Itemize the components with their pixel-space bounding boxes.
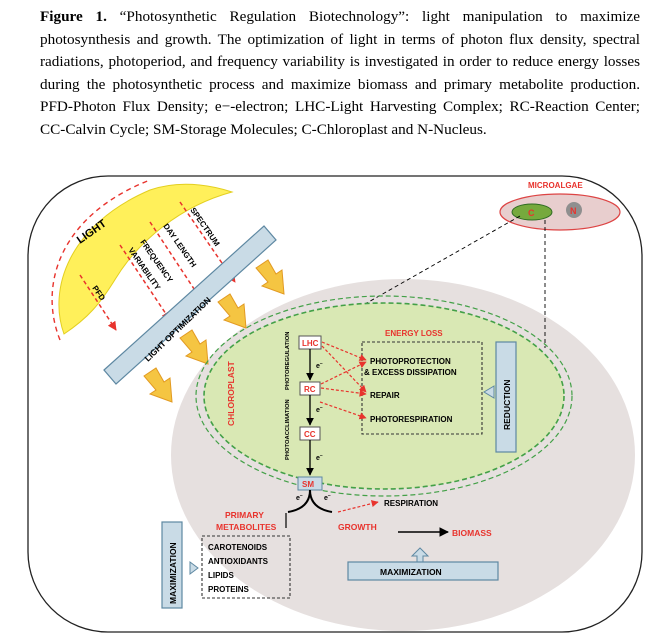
energy-loss-arrows (319, 341, 367, 420)
cc-photorespiration-arrow (319, 401, 367, 420)
antioxidants-label: ANTIOXIDANTS (208, 557, 269, 566)
electron-3: e− (316, 453, 323, 462)
electron-superscript: − (328, 493, 331, 499)
excess-dissipation-label: & EXCESS DISSIPATION (364, 368, 457, 377)
primary-label: PRIMARY (225, 510, 264, 520)
reduction-arrow (483, 385, 495, 399)
respiration-label: RESPIRATION (384, 499, 438, 508)
rc-photoprotection-arrow (320, 361, 367, 385)
caption-text: “Photosynthetic Regulation Biotechnology… (40, 8, 640, 138)
maximization-bottom-bar (347, 561, 499, 581)
maximization-left-label: MAXIMIZATION (168, 542, 178, 604)
yellow-arrow-3 (179, 329, 209, 365)
photoregulation-label: PHOTOREGULATION (285, 332, 291, 390)
carotenoids-label: CAROTENOIDS (208, 543, 268, 552)
electron-superscript: − (320, 453, 323, 459)
energy-loss-label: ENERGY LOSS (385, 329, 443, 338)
yellow-arrow-4 (143, 367, 173, 403)
mini-nucleus (566, 202, 582, 218)
mini-chloroplast-letter: C (528, 208, 535, 218)
mini-chloroplast (511, 203, 553, 221)
sm-split-right (309, 489, 333, 513)
rc-repair-arrow (320, 387, 367, 397)
electron-5: e− (324, 493, 331, 502)
reduction-bar (495, 341, 517, 453)
sm-label: SM (302, 480, 314, 489)
growth-label: GROWTH (338, 522, 377, 532)
sun-crescent (58, 183, 234, 335)
repair-label: REPAIR (370, 391, 400, 400)
electron-superscript: − (320, 405, 323, 411)
maximization-left-arrow (189, 561, 199, 575)
photorespiration-label: PHOTORESPIRATION (370, 415, 453, 424)
lhc-label: LHC (302, 339, 319, 348)
yellow-arrow-1 (255, 259, 285, 295)
frequency-arrow (119, 244, 171, 321)
microalgae-cell (499, 193, 621, 231)
rc-label: RC (304, 385, 316, 394)
mini-nucleus-letter: N (570, 206, 577, 216)
electron-2: e− (316, 405, 323, 414)
maximization-left-bar (161, 521, 183, 609)
yellow-arrows (143, 259, 285, 403)
chloroplast-body (203, 302, 565, 490)
chloroplast-outline (195, 295, 573, 497)
electron-superscript: − (300, 493, 303, 499)
lhc-repair-arrow (321, 345, 367, 393)
light-optimization-bar (103, 225, 277, 385)
sun-dashed-edge (51, 179, 151, 341)
electron-4: e− (296, 493, 303, 502)
figure-caption: Figure 1. “Photosynthetic Regulation Bio… (40, 6, 640, 142)
maximization-bottom-label: MAXIMIZATION (380, 567, 442, 577)
microalgae-label: MICROALGAE (528, 181, 583, 190)
pfd-arrow (79, 274, 117, 331)
photoacclimation-label: PHOTOACCLIMATION (285, 399, 291, 460)
reduction-label: REDUCTION (502, 379, 512, 430)
cc-label: CC (304, 430, 316, 439)
yellow-arrow-2 (217, 293, 247, 329)
biomass-label: BIOMASS (452, 528, 492, 538)
electron-superscript: − (320, 361, 323, 367)
photoprotection-label: PHOTOPROTECTION (370, 357, 451, 366)
daylength-arrow (149, 221, 201, 299)
electron-1: e− (316, 361, 323, 370)
chloroplast-label: CHLOROPLAST (226, 361, 236, 427)
photosynthetic-regulation-diagram: MICROALGAE C N LIGHT SPECTRUM DAY LENGTH… (27, 175, 643, 633)
proteins-label: PROTEINS (208, 585, 250, 594)
lipids-label: LIPIDS (208, 571, 234, 580)
figure-label: Figure 1. (40, 8, 107, 25)
respiration-arrow (337, 500, 379, 513)
lhc-photoprotection-arrow (321, 341, 367, 361)
metabolites-label: METABOLITES (216, 522, 277, 532)
